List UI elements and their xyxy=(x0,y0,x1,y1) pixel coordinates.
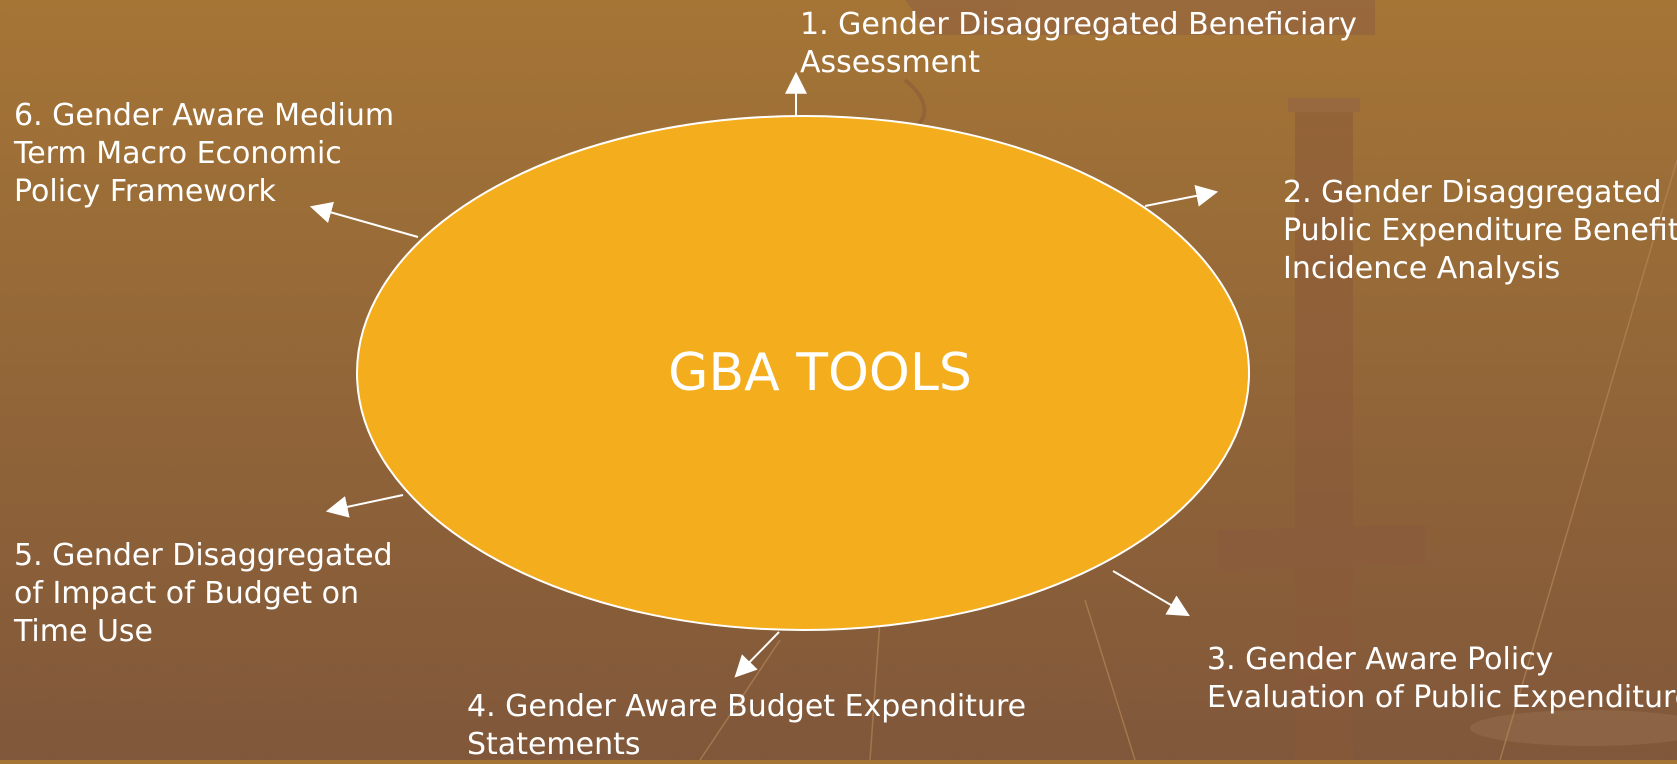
scale-chain xyxy=(1499,159,1677,760)
scale-chain xyxy=(869,619,881,760)
tool-6-label: 6. Gender Aware Medium Term Macro Econom… xyxy=(14,97,394,211)
tool-3-label: 3. Gender Aware Policy Evaluation of Pub… xyxy=(1207,641,1677,717)
arrow-to-tool-5 xyxy=(325,494,404,518)
tool-4-line-2: Statements xyxy=(467,727,641,762)
tool-2-line-3: Incidence Analysis xyxy=(1283,251,1561,286)
tool-1-line-1: 1. Gender Disaggregated Beneficiary xyxy=(800,7,1357,42)
scale-chain xyxy=(1084,599,1136,760)
scale-pillar-cap xyxy=(1288,98,1360,112)
tool-5-line-2: of Impact of Budget on xyxy=(14,576,359,611)
arrow-to-tool-2 xyxy=(1144,185,1219,207)
tool-5-label: 5. Gender Disaggregated of Impact of Bud… xyxy=(14,537,393,651)
scale-beam xyxy=(905,0,1375,35)
scale-base xyxy=(1470,710,1677,746)
scale-chain xyxy=(699,639,781,760)
tool-2-line-2: Public Expenditure Benefit xyxy=(1283,213,1677,248)
tool-1-line-2: Assessment xyxy=(800,45,980,80)
center-ellipse xyxy=(356,115,1250,631)
tool-6-line-3: Policy Framework xyxy=(14,174,276,209)
tool-6-line-2: Term Macro Economic xyxy=(14,136,342,171)
tool-4-label: 4. Gender Aware Budget Expenditure State… xyxy=(467,688,1026,764)
tool-1-label: 1. Gender Disaggregated Beneficiary Asse… xyxy=(800,6,1357,82)
arrow-to-tool-4 xyxy=(734,631,780,678)
scale-pan-right xyxy=(1218,525,1425,570)
tool-5-line-3: Time Use xyxy=(14,614,153,649)
tool-2-line-1: 2. Gender Disaggregated xyxy=(1283,175,1662,210)
tool-6-line-1: 6. Gender Aware Medium xyxy=(14,98,395,133)
arrow-to-tool-3 xyxy=(1112,570,1190,617)
center-title: GBA TOOLS xyxy=(668,343,972,403)
tool-3-line-2: Evaluation of Public Expenditure xyxy=(1207,680,1677,715)
tool-2-label: 2. Gender Disaggregated Public Expenditu… xyxy=(1283,174,1677,288)
tool-5-line-1: 5. Gender Disaggregated xyxy=(14,538,393,573)
scale-pillar xyxy=(1295,100,1353,760)
arrow-to-tool-6 xyxy=(309,201,419,238)
tool-3-line-1: 3. Gender Aware Policy xyxy=(1207,642,1554,677)
tool-4-line-1: 4. Gender Aware Budget Expenditure xyxy=(467,689,1027,724)
